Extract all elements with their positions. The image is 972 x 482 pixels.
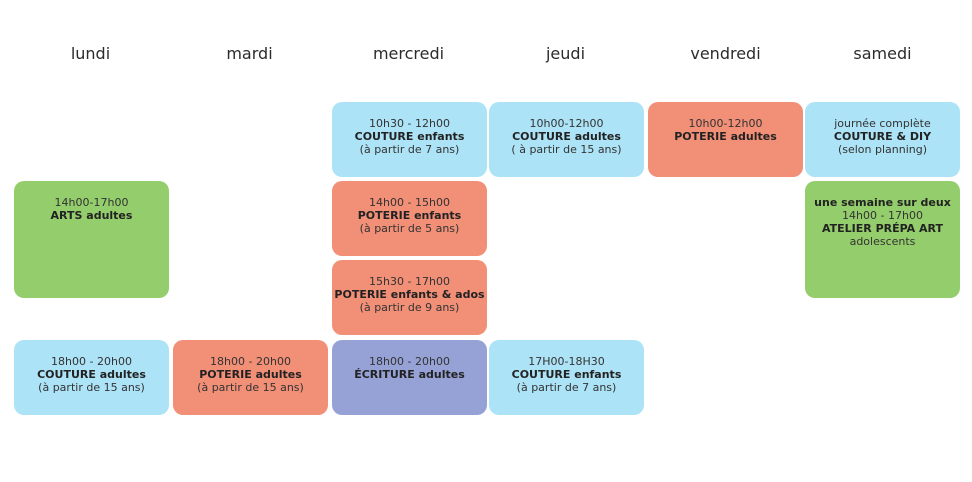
class-card-poterie-adultes-mardi[interactable]: 18h00 - 20h00 POTERIE adultes (à partir … [173, 340, 328, 415]
class-time: 18h00 - 20h00 [369, 355, 450, 368]
class-title: POTERIE adultes [674, 130, 777, 143]
day-header-mercredi: mercredi [372, 44, 445, 63]
class-time: 18h00 - 20h00 [210, 355, 291, 368]
class-card-couture-enfants-jeudi[interactable]: 17H00-18H30 COUTURE enfants (à partir de… [489, 340, 644, 415]
class-note: (à partir de 15 ans) [38, 381, 145, 394]
class-title: COUTURE adultes [512, 130, 621, 143]
class-time: 17H00-18H30 [528, 355, 605, 368]
day-header-lundi: lundi [70, 44, 111, 63]
class-note: ( à partir de 15 ans) [511, 143, 622, 156]
class-note: (à partir de 15 ans) [197, 381, 304, 394]
class-note: (selon planning) [837, 143, 928, 156]
class-title: POTERIE adultes [199, 368, 302, 381]
day-header-samedi: samedi [853, 44, 912, 63]
class-card-poterie-adultes-vendredi[interactable]: 10h00-12h00 POTERIE adultes [648, 102, 803, 177]
class-note: (à partir de 5 ans) [359, 222, 460, 235]
class-card-couture-adultes-lundi[interactable]: 18h00 - 20h00 COUTURE adultes (à partir … [14, 340, 169, 415]
class-title: COUTURE & DIY [833, 130, 932, 143]
class-title: POTERIE enfants & ados [334, 288, 485, 301]
class-card-couture-diy-samedi[interactable]: journée complète COUTURE & DIY (selon pl… [805, 102, 960, 177]
class-title: ÉCRITURE adultes [354, 368, 465, 381]
class-title: ARTS adultes [50, 209, 133, 222]
class-note: (à partir de 9 ans) [359, 301, 460, 314]
class-card-arts-adultes-lundi[interactable]: 14h00-17h00 ARTS adultes [14, 181, 169, 298]
day-header-vendredi: vendredi [690, 44, 761, 63]
class-note: (à partir de 7 ans) [359, 143, 460, 156]
class-card-ecriture-adultes-mercredi[interactable]: 18h00 - 20h00 ÉCRITURE adultes [332, 340, 487, 415]
class-note: adolescents [849, 235, 916, 248]
class-time: 10h00-12h00 [688, 117, 763, 130]
class-time: 14h00 - 17h00 [842, 209, 923, 222]
class-time: 18h00 - 20h00 [51, 355, 132, 368]
class-card-atelier-prepa-art-samedi[interactable]: une semaine sur deux 14h00 - 17h00 ATELI… [805, 181, 960, 298]
day-header-mardi: mardi [226, 44, 273, 63]
class-time: 10h30 - 12h00 [369, 117, 450, 130]
class-time: journée complète [834, 117, 931, 130]
class-time: 10h00-12h00 [529, 117, 604, 130]
class-title: COUTURE enfants [354, 130, 465, 143]
class-card-couture-adultes-jeudi[interactable]: 10h00-12h00 COUTURE adultes ( à partir d… [489, 102, 644, 177]
day-header-jeudi: jeudi [545, 44, 586, 63]
class-frequency: une semaine sur deux [814, 196, 951, 209]
class-time: 14h00-17h00 [54, 196, 129, 209]
class-title: POTERIE enfants [357, 209, 462, 222]
class-time: 15h30 - 17h00 [369, 275, 450, 288]
class-title: COUTURE enfants [511, 368, 622, 381]
class-title: ATELIER PRÉPA ART [821, 222, 944, 235]
class-time: 14h00 - 15h00 [369, 196, 450, 209]
class-card-couture-enfants-mercredi[interactable]: 10h30 - 12h00 COUTURE enfants (à partir … [332, 102, 487, 177]
class-note: (à partir de 7 ans) [516, 381, 617, 394]
class-title: COUTURE adultes [37, 368, 146, 381]
class-card-poterie-enfants-mercredi[interactable]: 14h00 - 15h00 POTERIE enfants (à partir … [332, 181, 487, 256]
class-card-poterie-enfants-ados-mercredi[interactable]: 15h30 - 17h00 POTERIE enfants & ados (à … [332, 260, 487, 335]
